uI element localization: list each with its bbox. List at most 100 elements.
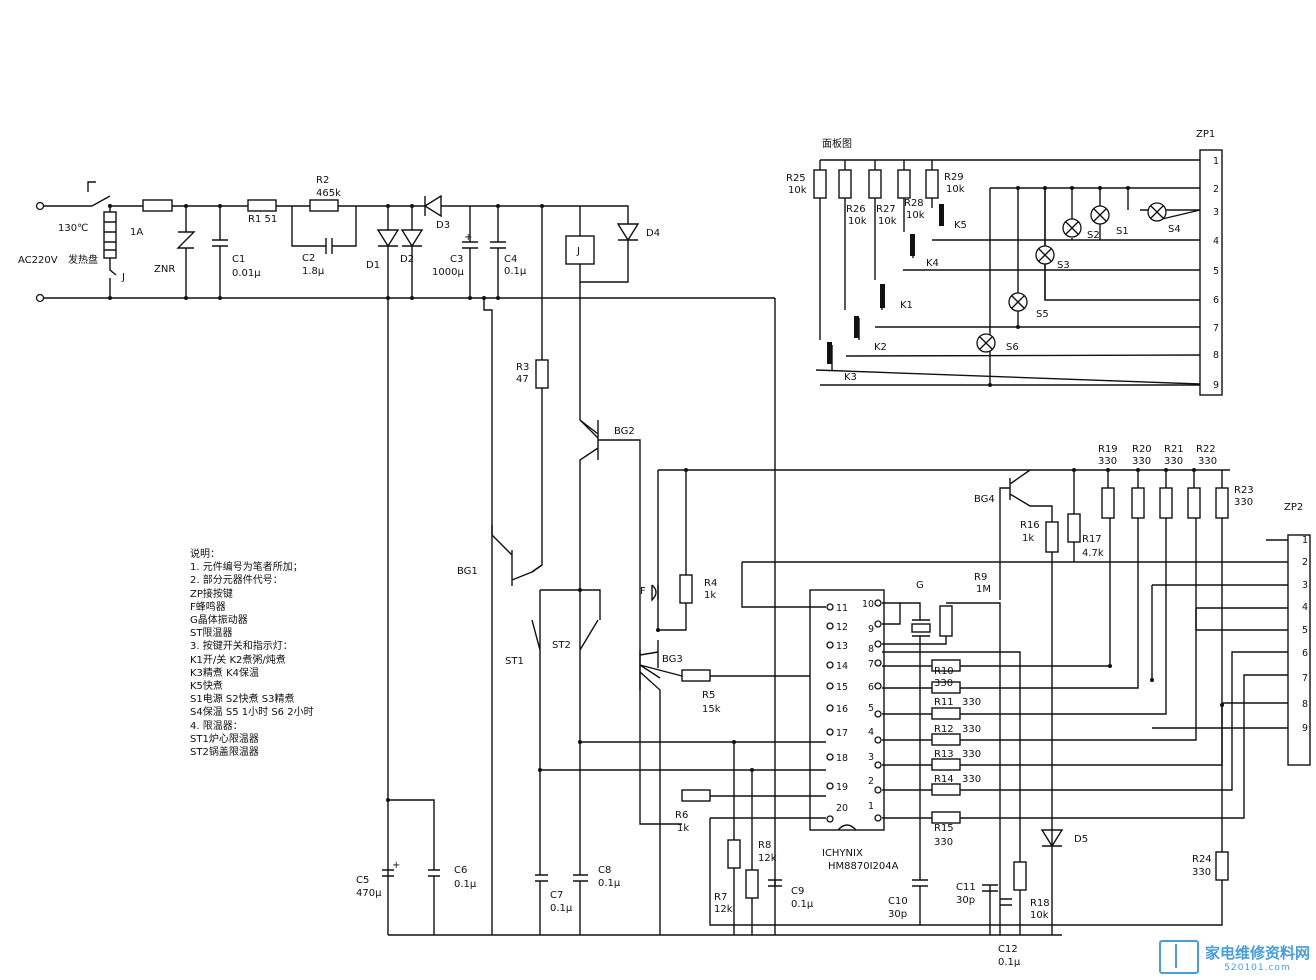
svg-text:R12: R12 xyxy=(934,724,954,735)
svg-text:9: 9 xyxy=(868,624,874,635)
svg-text:330: 330 xyxy=(962,774,981,785)
label-zp1: ZP1 xyxy=(1196,129,1215,140)
svg-text:R10: R10 xyxy=(934,666,954,677)
svg-text:R13: R13 xyxy=(934,749,954,760)
label-c3-value: 1000μ xyxy=(432,267,464,278)
svg-text:R9: R9 xyxy=(974,572,987,583)
label-d4: D4 xyxy=(646,228,660,239)
svg-text:14: 14 xyxy=(836,661,848,672)
svg-text:2: 2 xyxy=(1302,557,1308,568)
svg-text:12k: 12k xyxy=(714,904,733,915)
label-bg2: BG2 xyxy=(614,426,635,437)
note-line: 3. 按键开关和指示灯： xyxy=(190,641,293,653)
svg-text:330: 330 xyxy=(934,678,953,689)
note-line: K3精煮 K4保温 xyxy=(190,667,260,679)
svg-text:R7: R7 xyxy=(714,892,727,903)
svg-text:7: 7 xyxy=(868,659,874,670)
svg-text:S1: S1 xyxy=(1116,226,1129,237)
panel-title: 面板图 xyxy=(822,137,852,150)
svg-text:S6: S6 xyxy=(1006,342,1019,353)
label-relay-contact: J xyxy=(121,272,125,283)
svg-text:R17: R17 xyxy=(1082,534,1102,545)
note-line: 说明： xyxy=(190,549,220,560)
label-relay: J xyxy=(576,246,580,257)
svg-text:S2: S2 xyxy=(1087,230,1100,241)
svg-text:330: 330 xyxy=(934,837,953,848)
label-c6-value: 0.1μ xyxy=(454,879,477,890)
svg-text:R11: R11 xyxy=(934,697,954,708)
svg-text:15k: 15k xyxy=(702,704,721,715)
book-icon xyxy=(1158,940,1199,974)
svg-text:C10: C10 xyxy=(888,896,908,907)
svg-text:18: 18 xyxy=(836,753,848,764)
watermark: 家电维修资料网 520101.com xyxy=(1158,940,1310,974)
label-bg1: BG1 xyxy=(457,566,478,577)
svg-text:30p: 30p xyxy=(888,909,907,920)
transistor-bg2 xyxy=(579,419,682,825)
label-heater: 发热盘 xyxy=(68,253,98,266)
svg-text:11: 11 xyxy=(836,603,848,614)
svg-text:17: 17 xyxy=(836,728,848,739)
note-line: 2. 部分元器件代号： xyxy=(190,575,283,587)
label-c5: C5 xyxy=(356,875,369,886)
svg-text:5: 5 xyxy=(868,703,874,714)
label-c8: C8 xyxy=(598,865,611,876)
note-line: G晶体振动器 xyxy=(190,615,248,627)
note-line: F蜂鸣器 xyxy=(190,601,226,613)
svg-text:R15: R15 xyxy=(934,823,954,834)
svg-text:8: 8 xyxy=(1302,699,1308,710)
svg-text:330: 330 xyxy=(962,697,981,708)
svg-text:R19: R19 xyxy=(1098,444,1118,455)
ic-right-pins xyxy=(874,599,882,822)
svg-text:12: 12 xyxy=(836,622,848,633)
svg-text:R28: R28 xyxy=(904,198,924,209)
label-d2: D2 xyxy=(400,254,414,265)
note-line: K1开/关 K2煮粥/炖煮 xyxy=(190,654,286,666)
logic-labels: BG3 BG4 F R4 1k R5 15k R6 1k R7 12k R8 1… xyxy=(640,444,1308,968)
svg-text:C9: C9 xyxy=(791,886,804,897)
svg-text:2: 2 xyxy=(868,776,874,787)
note-line: S4保温 S5 1小时 S6 2小时 xyxy=(190,707,314,719)
svg-text:330: 330 xyxy=(962,724,981,735)
panel-labels: 面板图 ZP1 1 2 3 4 5 6 7 8 9 R25 10k R26 10… xyxy=(786,129,1219,391)
label-d1: D1 xyxy=(366,260,380,271)
svg-text:6: 6 xyxy=(868,682,874,693)
label-c5-plus: + xyxy=(392,860,400,871)
label-ac: AC220V xyxy=(18,255,58,266)
power-section xyxy=(35,181,776,935)
svg-text:16: 16 xyxy=(836,704,848,715)
svg-text:330: 330 xyxy=(1234,497,1253,508)
svg-text:K3: K3 xyxy=(844,372,857,383)
svg-text:1k: 1k xyxy=(704,590,716,601)
svg-text:330: 330 xyxy=(1198,456,1217,467)
label-c3: C3 xyxy=(450,254,463,265)
note-line: S1电源 S2快煮 S3精煮 xyxy=(190,694,295,706)
label-d3: D3 xyxy=(436,220,450,231)
note-line: ST1炉心限温器 xyxy=(190,733,259,745)
svg-text:9: 9 xyxy=(1302,723,1308,734)
logic-section xyxy=(538,468,1311,935)
svg-text:330: 330 xyxy=(1192,867,1211,878)
svg-text:5: 5 xyxy=(1213,266,1219,277)
note-line: ST2锅盖限温器 xyxy=(190,747,259,759)
svg-text:6: 6 xyxy=(1302,648,1308,659)
label-fuse: 1A xyxy=(130,227,143,238)
svg-text:2: 2 xyxy=(1213,184,1219,195)
svg-text:330: 330 xyxy=(1132,456,1151,467)
svg-text:1: 1 xyxy=(1302,535,1308,546)
label-c7: C7 xyxy=(550,890,563,901)
svg-text:BG4: BG4 xyxy=(974,494,995,505)
svg-text:S5: S5 xyxy=(1036,309,1049,320)
svg-text:K1: K1 xyxy=(900,300,913,311)
svg-text:12k: 12k xyxy=(758,853,777,864)
svg-text:ZP2: ZP2 xyxy=(1284,502,1303,513)
svg-text:G: G xyxy=(916,580,924,591)
svg-text:R18: R18 xyxy=(1030,898,1050,909)
svg-text:3: 3 xyxy=(868,752,874,763)
svg-text:BG3: BG3 xyxy=(662,654,683,665)
svg-text:13: 13 xyxy=(836,641,848,652)
svg-text:D5: D5 xyxy=(1074,834,1088,845)
note-line: 1. 元件编号为笔者所加； xyxy=(190,562,303,574)
svg-text:R14: R14 xyxy=(934,774,954,785)
